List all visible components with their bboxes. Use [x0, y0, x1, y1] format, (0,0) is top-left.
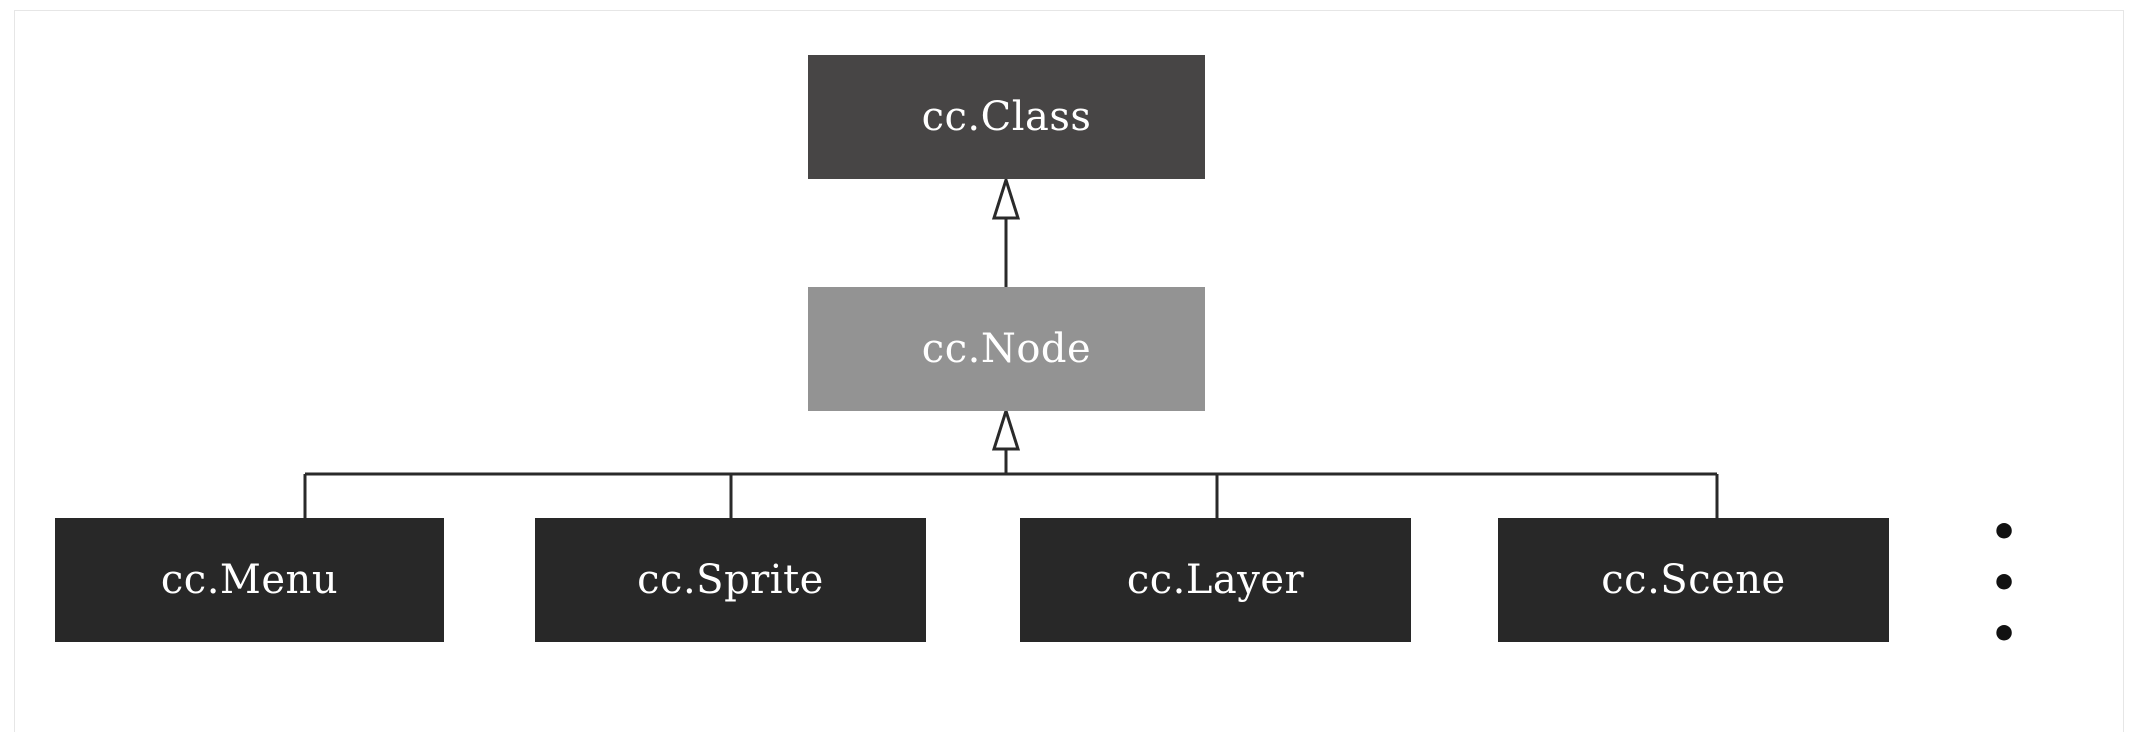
more-ellipsis: • • •	[1990, 506, 2043, 660]
class-node-cc-class: cc.Class	[808, 55, 1205, 179]
node-label: cc.Menu	[160, 557, 339, 603]
inheritance-arrowhead-class	[991, 175, 1021, 220]
inheritance-arrowhead-node	[991, 406, 1021, 451]
node-label: cc.Sprite	[637, 557, 824, 603]
node-label: cc.Layer	[1126, 557, 1305, 603]
class-node-cc-scene: cc.Scene	[1498, 518, 1889, 642]
class-node-cc-node: cc.Node	[808, 287, 1205, 411]
node-label: cc.Class	[921, 94, 1092, 140]
class-node-cc-layer: cc.Layer	[1020, 518, 1411, 642]
node-label: cc.Scene	[1601, 557, 1786, 603]
class-node-cc-sprite: cc.Sprite	[535, 518, 926, 642]
class-node-cc-menu: cc.Menu	[55, 518, 444, 642]
node-label: cc.Node	[921, 326, 1092, 372]
diagram-frame	[14, 10, 2124, 732]
